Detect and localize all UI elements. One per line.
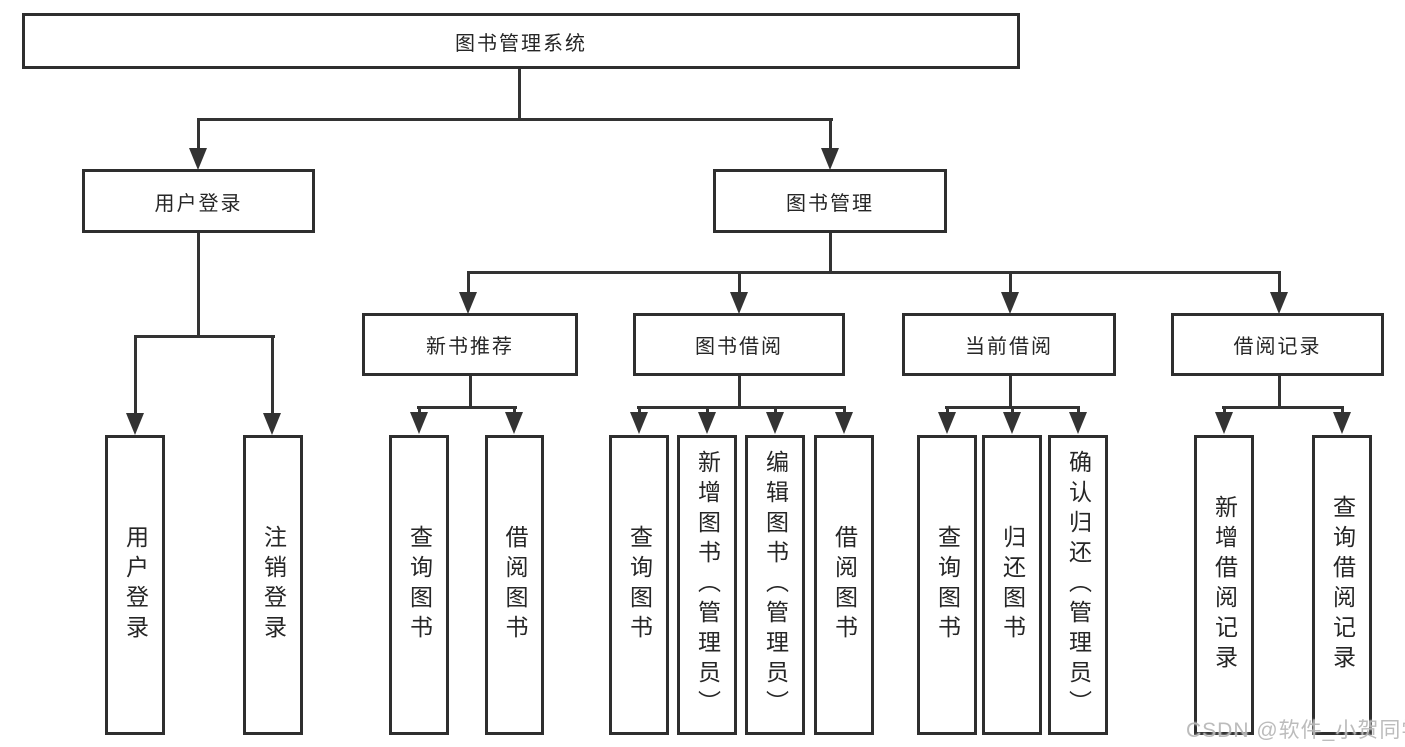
connector-drop-leaf [1011,406,1014,416]
leaf-borrow-books-recommend: 借阅图书 [485,435,544,735]
node-label: 查询借阅记录 [1329,495,1356,675]
leaf-logout: 注销登录 [243,435,303,735]
leaf-query-books-borrowing: 查询图书 [609,435,669,735]
arrowhead-leaf [630,412,648,434]
connector-drop-borrow-records [1278,271,1281,294]
arrowhead-leaf [1215,412,1233,434]
arrowhead-leaf [938,412,956,434]
node-label: 图书管理 [786,192,874,215]
arrowhead-leaf [505,412,523,434]
node-label: 查询图书 [406,525,433,645]
arrowhead-leaf [1003,412,1021,434]
connector-book-mgmt-stem [829,231,832,273]
connector-drop-leaf [638,406,641,416]
connector-level2-rail [197,118,833,121]
node-label: 图书管理系统 [455,32,587,55]
arrowhead-borrow-records [1270,292,1288,314]
csdn-watermark: CSDN @软件_小贺同学 [1186,719,1405,742]
leaf-query-books-current: 查询图书 [917,435,977,735]
node-label: 查询图书 [934,525,961,645]
arrowhead-leaf [1333,412,1351,434]
node-label: 新书推荐 [426,336,514,358]
connector-drop-leaf [134,335,137,415]
connector-root-stem [518,67,521,120]
connector-drop-user-login [197,118,200,152]
leaf-user-login: 用户登录 [105,435,165,735]
node-label: 用户登录 [122,525,149,645]
connector-drop-leaf [706,406,709,416]
leaf-query-borrow-record: 查询借阅记录 [1312,435,1372,735]
connector-book-borrow-rail [637,406,846,409]
leaf-add-borrow-record: 新增借阅记录 [1194,435,1254,735]
leaf-confirm-return-admin: 确认归还（管理员） [1048,435,1108,735]
arrowhead-new-book [459,292,477,314]
connector-borrow-records-stem [1278,374,1281,408]
arrowhead-user-login [189,148,207,170]
node-book-borrowing: 图书借阅 [633,313,845,376]
leaf-add-books-admin: 新增图书（管理员） [677,435,737,735]
node-book-management: 图书管理 [713,169,947,233]
connector-drop-leaf [1223,406,1226,416]
arrowhead-leaf [766,412,784,434]
node-label: 归还图书 [999,525,1026,645]
leaf-borrow-books-borrowing: 借阅图书 [814,435,874,735]
node-label: 用户登录 [154,192,243,215]
connector-new-book-rail [417,406,517,409]
arrowhead-current-borrow [1001,292,1019,314]
node-label: 注销登录 [260,525,287,645]
connector-current-borrow-stem [1009,374,1012,408]
node-label: 查询图书 [626,525,653,645]
connector-drop-leaf [1077,406,1080,416]
connector-new-book-stem [469,374,472,408]
arrowhead-leaf [1069,412,1087,434]
connector-user-login-stem [197,231,200,338]
node-new-book-recommend: 新书推荐 [362,313,578,376]
node-label: 编辑图书（管理员） [762,450,789,720]
connector-drop-book-borrow [738,271,741,294]
node-label: 新增借阅记录 [1211,495,1238,675]
connector-drop-leaf [1341,406,1344,416]
connector-drop-leaf [774,406,777,416]
leaf-return-books: 归还图书 [982,435,1042,735]
leaf-query-books-recommend: 查询图书 [389,435,449,735]
node-label: 图书借阅 [695,336,783,358]
connector-user-login-rail [134,335,275,338]
arrowhead-leaf [835,412,853,434]
connector-drop-leaf [946,406,949,416]
node-label: 借阅图书 [502,525,528,645]
connector-level3-rail [467,271,1281,274]
arrowhead-book-mgmt [821,148,839,170]
node-user-login: 用户登录 [82,169,315,233]
connector-drop-new-book [467,271,470,294]
node-label: 当前借阅 [965,336,1053,358]
arrowhead-book-borrow [730,292,748,314]
connector-borrow-records-rail [1222,406,1344,409]
arrowhead-leaf [698,412,716,434]
connector-drop-book-mgmt [829,118,832,152]
node-label: 借阅图书 [831,525,858,645]
node-label: 借阅记录 [1233,336,1322,358]
node-current-borrowing: 当前借阅 [902,313,1116,376]
leaf-edit-books-admin: 编辑图书（管理员） [745,435,805,735]
node-label: 新增图书（管理员） [694,450,721,720]
connector-drop-leaf [513,406,516,416]
connector-drop-current-borrow [1009,271,1012,294]
arrowhead-leaf [263,413,281,435]
arrowhead-leaf [126,413,144,435]
connector-book-borrow-stem [738,374,741,408]
connector-drop-leaf [843,406,846,416]
node-root-system: 图书管理系统 [22,13,1020,69]
node-label: 确认归还（管理员） [1065,450,1092,720]
connector-drop-leaf [418,406,421,416]
arrowhead-leaf [410,412,428,434]
connector-drop-leaf [271,335,274,415]
node-borrowing-records: 借阅记录 [1171,313,1384,376]
